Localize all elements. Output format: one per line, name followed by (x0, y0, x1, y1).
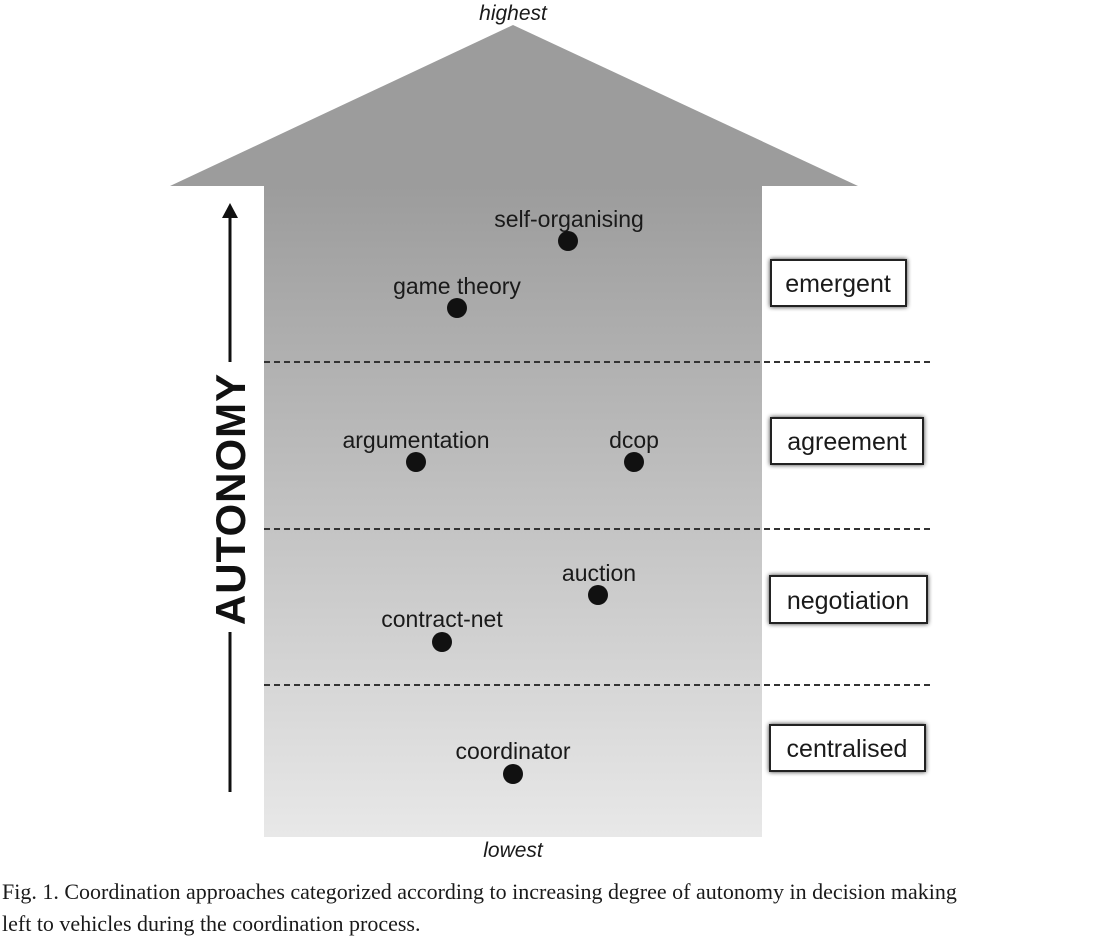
category-box-frame (769, 575, 928, 624)
lowest-label: lowest (483, 839, 544, 862)
approach-contract-net: contract-net (381, 606, 503, 652)
caption-line-2: left to vehicles during the coordination… (2, 911, 421, 936)
category-label-centralised: centralised (787, 735, 908, 763)
approach-label: coordinator (455, 738, 570, 764)
approach-argumentation: argumentation (342, 427, 490, 472)
category-box-centralised: centralised (769, 724, 926, 772)
approach-game-theory: game theory (393, 273, 521, 318)
approach-label: game theory (393, 273, 521, 299)
arrow-up-icon (222, 203, 238, 218)
approach-auction: auction (562, 560, 636, 605)
approach-label: auction (562, 560, 636, 586)
category-box-emergent: emergent (770, 259, 907, 307)
approach-label: argumentation (342, 427, 489, 453)
approach-dot (558, 231, 578, 251)
approach-dot (432, 632, 452, 652)
approach-dot (624, 452, 644, 472)
category-dividers (264, 361, 930, 686)
approach-dcop: dcop (609, 427, 659, 472)
autonomy-axis: AUTONOMY (207, 203, 254, 792)
category-box-frame (770, 259, 907, 307)
autonomy-arrow-shape (170, 25, 858, 837)
approach-dot (447, 298, 467, 318)
category-label-agreement: agreement (787, 428, 907, 456)
category-box-agreement: agreement (770, 417, 924, 465)
approach-self-organising: self-organising (494, 206, 644, 251)
category-label-emergent: emergent (785, 270, 891, 298)
autonomy-axis-label: AUTONOMY (207, 373, 254, 625)
caption-line-1: Fig. 1. Coordination approaches categori… (2, 879, 957, 904)
category-boxes: emergent agreement negotiation centralis… (769, 259, 928, 772)
approach-dot (406, 452, 426, 472)
figure-caption: Fig. 1. Coordination approaches categori… (2, 876, 1107, 940)
category-box-frame (770, 417, 924, 465)
approach-dot (503, 764, 523, 784)
approach-dot (588, 585, 608, 605)
approach-coordinator: coordinator (455, 738, 571, 784)
approach-points: self-organising game theory argumentatio… (342, 206, 659, 784)
category-box-negotiation: negotiation (769, 575, 928, 624)
highest-label: highest (479, 2, 548, 25)
category-label-negotiation: negotiation (787, 587, 909, 615)
approach-label: contract-net (381, 606, 503, 632)
arrow-head (170, 25, 858, 186)
approach-label: dcop (609, 427, 659, 453)
category-box-frame (769, 724, 926, 772)
approach-label: self-organising (494, 206, 644, 232)
arrow-body (264, 185, 762, 837)
coordination-diagram: highest lowest AUTONOMY emergent agreeme… (170, 2, 930, 862)
